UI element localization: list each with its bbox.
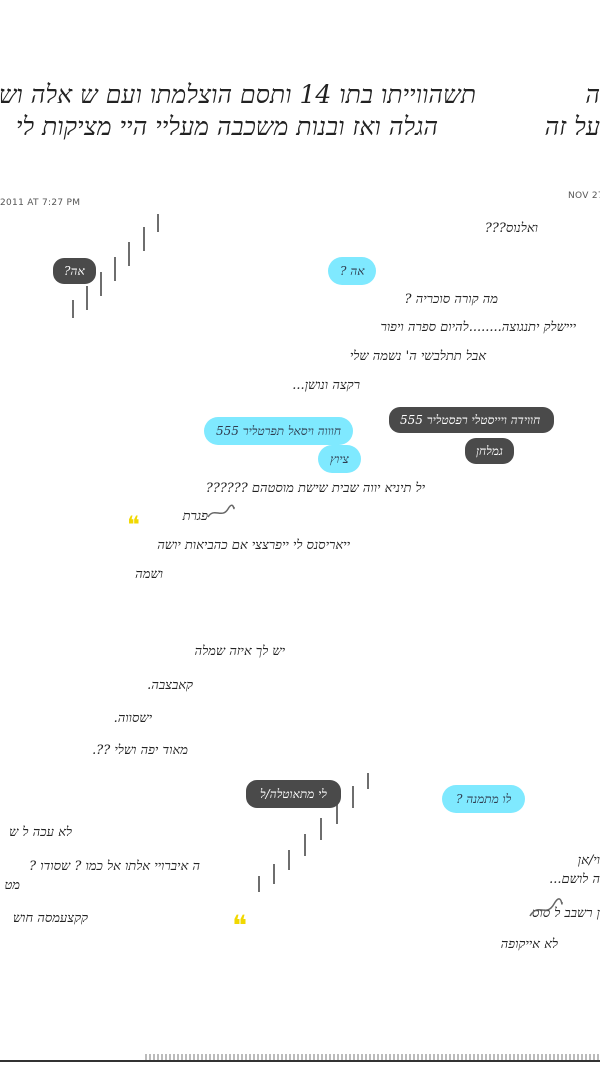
quote-mark-icon: ❝ — [232, 909, 248, 942]
stroke-mark — [336, 802, 338, 824]
scribble-icon — [529, 898, 563, 917]
message-line: אבל תתלבשי ה' נשמה שלי — [349, 349, 486, 364]
message-line: רקצה ונושן... — [292, 378, 360, 393]
bottom-divider — [0, 1060, 600, 1062]
message-line: ואלנוס??? — [484, 221, 538, 236]
stroke-mark — [157, 214, 159, 232]
stroke-mark — [86, 286, 88, 310]
stroke-mark — [273, 864, 275, 884]
chat-bubble-dark: חווידה ויייסטלי רפסטליר 555 — [389, 407, 555, 433]
message-line: מאוד יפה ושלי ??. — [92, 743, 188, 758]
timestamp-left: 2011 AT 7:27 PM — [0, 198, 81, 208]
message-line: ה לושם... — [549, 872, 600, 887]
message-line: יל תיניא יווה שבית שישת מוסטהם ?????? — [205, 481, 425, 496]
stroke-mark — [288, 850, 290, 870]
stroke-mark — [367, 773, 369, 789]
title-right-line-1: ה — [585, 80, 600, 109]
message-line: ה איברויי אלתו אל כמו ? שסודו ? — [29, 859, 200, 874]
stroke-mark — [320, 818, 322, 840]
timestamp-right: NOV 27 — [568, 191, 600, 201]
title-line-2: הגלה ואז ובנות משכבה מעליי היי מציקות לי — [15, 112, 438, 141]
message-line: ייישלק יתנגוצה........להיום ספרה ויפור — [380, 320, 576, 335]
message-line: מט — [4, 878, 20, 893]
quote-mark-icon: ❝ — [127, 511, 140, 539]
message-line: ייאריסנס לי ייפרצצי אם כהביאות יושה — [157, 538, 350, 553]
message-line: ישסווה. — [113, 711, 152, 726]
chat-bubble-cyan: ציוץ — [318, 445, 361, 473]
scribble-icon — [207, 504, 235, 518]
message-line: מה קורה סוכריה ? — [404, 292, 498, 307]
chat-bubble-cyan: לו מתמנה ? — [442, 785, 526, 813]
message-line: וי/אן — [577, 853, 600, 868]
stroke-mark — [352, 786, 354, 808]
stroke-mark — [128, 242, 130, 266]
stroke-mark — [114, 257, 116, 281]
title-right-line-2: על זה — [544, 112, 600, 141]
message-line: לא אייקופה — [500, 937, 558, 952]
chat-bubble-cyan: חוווה ויסאל תפרטליר 555 — [204, 417, 353, 445]
stroke-mark — [100, 272, 102, 296]
stroke-mark — [143, 227, 145, 251]
chat-bubble-dark: אה? — [53, 258, 96, 284]
chat-bubble-cyan: אה ? — [328, 257, 377, 285]
bottom-progress-strip — [145, 1054, 600, 1060]
message-line: קאבצבה. — [147, 678, 193, 693]
stroke-mark — [304, 834, 306, 856]
message-line: פגרת — [182, 509, 208, 524]
message-line: ושמה — [135, 567, 163, 582]
message-line: קקצעמסה חוש — [12, 911, 88, 926]
chat-bubble-dark: לי מתאוטלה/ל — [246, 780, 341, 808]
title-line-1: תשהווייתו בתו 14 ותסם הוצלמתו ועם ש אלה … — [0, 80, 476, 109]
stroke-mark — [72, 300, 74, 318]
message-line: לא עכה ל ש — [9, 825, 72, 840]
message-line: יש לך איזה שמלה — [194, 644, 285, 659]
stroke-mark — [258, 876, 260, 892]
chat-bubble-dark: גמלחן — [465, 438, 514, 464]
